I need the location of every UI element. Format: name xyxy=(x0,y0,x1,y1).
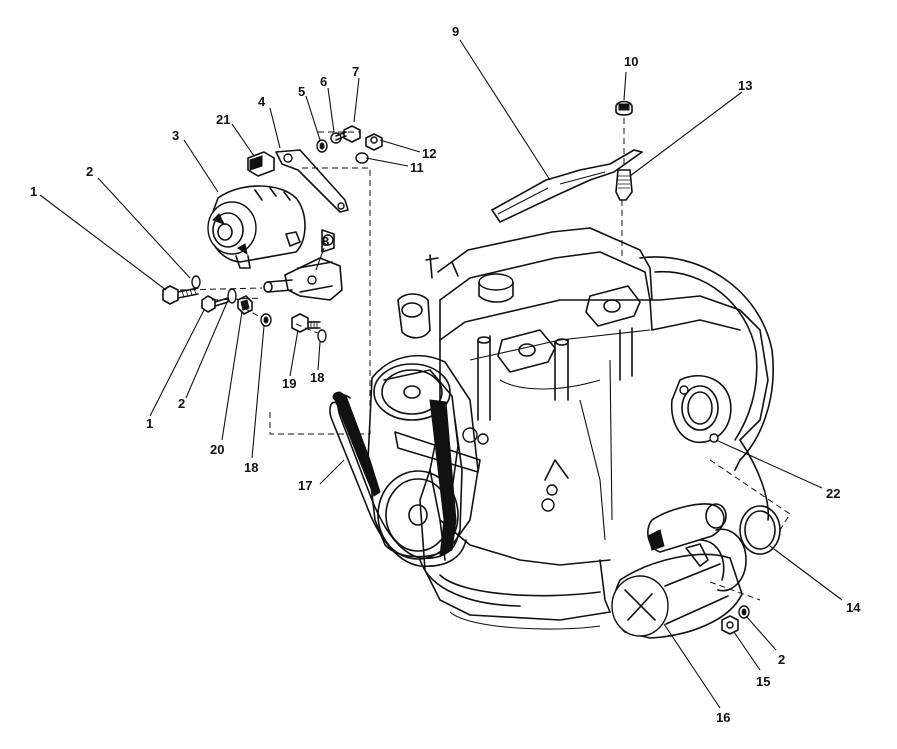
callout-17: 17 xyxy=(298,478,312,493)
callout-14: 14 xyxy=(846,600,861,615)
callout-8: 8 xyxy=(322,234,329,249)
callout-7: 7 xyxy=(352,64,359,79)
callout-19: 19 xyxy=(282,376,296,391)
callout-10: 10 xyxy=(624,54,638,69)
callout-labels: 1 2 3 21 4 5 6 7 12 11 9 10 13 8 1 2 20 … xyxy=(30,24,861,725)
callout-2-starter: 2 xyxy=(778,652,785,667)
timing-cover xyxy=(329,355,481,567)
engine-block xyxy=(397,227,774,630)
callout-11: 11 xyxy=(410,160,424,175)
starter-motor xyxy=(611,459,791,639)
leader-lines xyxy=(39,39,843,709)
callout-5: 5 xyxy=(298,84,305,99)
fasteners-upper xyxy=(316,125,383,164)
callout-3: 3 xyxy=(172,128,179,143)
glow-plug xyxy=(615,100,633,260)
callout-20: 20 xyxy=(210,442,224,457)
callout-21: 21 xyxy=(216,112,230,127)
callout-9: 9 xyxy=(452,24,459,39)
callout-12: 12 xyxy=(422,146,436,161)
callout-2-lower: 2 xyxy=(178,396,185,411)
callout-22: 22 xyxy=(826,486,840,501)
callout-2: 2 xyxy=(86,164,93,179)
callout-15: 15 xyxy=(756,674,770,689)
gasket-strip xyxy=(491,149,643,223)
callout-1-lower: 1 xyxy=(146,416,153,431)
callout-16: 16 xyxy=(716,710,730,725)
callout-4: 4 xyxy=(258,94,266,109)
callout-6: 6 xyxy=(320,74,327,89)
fasteners-left xyxy=(162,275,327,343)
callout-18-right: 18 xyxy=(310,370,324,385)
callout-1: 1 xyxy=(30,184,37,199)
callout-18-left: 18 xyxy=(244,460,258,475)
alternator xyxy=(179,131,371,435)
callout-13: 13 xyxy=(738,78,752,93)
